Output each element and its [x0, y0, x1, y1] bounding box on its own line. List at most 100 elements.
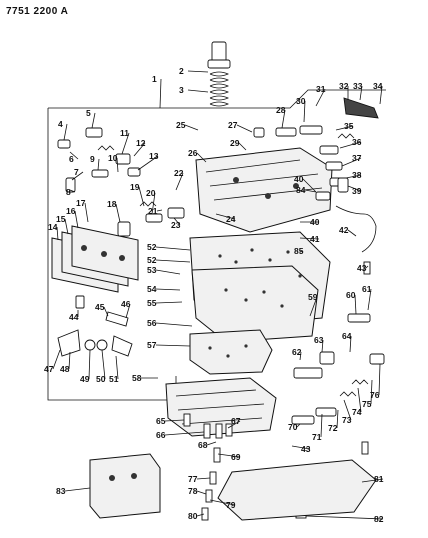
callout-leader — [151, 192, 156, 215]
callout-42: 42 — [339, 225, 357, 237]
callout-leader — [196, 477, 211, 480]
callout-9: 9 — [90, 154, 100, 171]
callout-leader — [378, 363, 381, 396]
callout-number: 9 — [90, 154, 95, 164]
callout-number: 13 — [149, 151, 159, 161]
callout-43: 43 — [357, 263, 369, 273]
callout-number: 71 — [312, 432, 322, 442]
callout-13: 13 — [137, 151, 159, 171]
callout-leader — [84, 202, 89, 223]
callout-number: 4 — [58, 119, 63, 129]
right-small-valves — [253, 97, 379, 253]
callout-leader — [321, 339, 324, 353]
callout-leader — [357, 387, 362, 413]
callout-leader — [175, 172, 184, 191]
callout-leader — [296, 423, 301, 428]
callout-leader — [206, 441, 217, 446]
callout-leader — [236, 124, 253, 133]
callout-72: 72 — [328, 409, 339, 433]
callout-38: 38 — [345, 170, 362, 180]
callout-number: 69 — [231, 452, 241, 462]
callout-number: 63 — [314, 335, 324, 345]
callout-40: 40 — [294, 174, 317, 193]
callout-leader — [164, 419, 185, 422]
callout-leader — [343, 399, 352, 421]
callout-number: 40 — [294, 174, 304, 184]
callout-64: 64 — [342, 331, 352, 353]
callout-leader — [305, 515, 384, 520]
callout-leader — [196, 513, 205, 517]
callout-44: 44 — [69, 310, 79, 322]
callout-number: 59 — [308, 292, 318, 302]
callout-46: 46 — [121, 299, 131, 319]
callout-number: 46 — [121, 299, 131, 309]
callout-leader — [137, 155, 159, 171]
callout-number: 32 — [339, 81, 349, 91]
callout-82: 82 — [305, 514, 384, 524]
callout-leader — [64, 218, 69, 235]
callout-10: 10 — [108, 153, 119, 173]
governor-plug-and-spring — [207, 41, 231, 107]
callout-75: 75 — [362, 379, 373, 409]
callout-number: 12 — [136, 138, 146, 148]
oil-pan-and-filter — [89, 453, 377, 521]
callout-48: 48 — [60, 351, 71, 374]
callout-81: 81 — [361, 474, 384, 484]
callout-leader — [347, 185, 362, 192]
callout-51: 51 — [109, 355, 119, 384]
callout-leader — [315, 88, 326, 107]
callout-leader — [97, 158, 100, 171]
callout-number: 35 — [344, 121, 354, 131]
callout-leader — [155, 246, 191, 251]
callout-leader — [121, 132, 130, 155]
callout-number: 25 — [176, 120, 186, 130]
callout-4: 4 — [58, 119, 68, 141]
callout-8: 8 — [66, 187, 76, 197]
callout-37: 37 — [341, 153, 362, 167]
callout-leader — [116, 157, 119, 173]
callout-leader — [63, 123, 68, 141]
callout-69: 69 — [217, 452, 241, 462]
callout-leader — [133, 142, 146, 157]
callout-leader — [361, 478, 384, 483]
callout-number: 54 — [147, 284, 157, 294]
callout-80: 80 — [188, 511, 205, 521]
callout-12: 12 — [133, 138, 146, 157]
callout-number: 64 — [342, 331, 352, 341]
callout-number: 31 — [316, 84, 326, 94]
callout-number: 20 — [146, 188, 156, 198]
callout-number: 55 — [147, 298, 157, 308]
callout-number: 21 — [148, 206, 158, 216]
callout-number: 34 — [373, 81, 383, 91]
callout-number: 77 — [188, 474, 198, 484]
callout-number: 73 — [342, 415, 352, 425]
callout-56: 56 — [147, 318, 193, 328]
callout-26: 26 — [188, 148, 207, 163]
callout-number: 42 — [339, 225, 349, 235]
callout-40: 40 — [300, 217, 320, 227]
callout-45: 45 — [95, 302, 109, 317]
callout-number: 6 — [69, 154, 74, 164]
callout-84: 84 — [296, 185, 317, 195]
callout-6: 6 — [69, 151, 79, 164]
callout-14: 14 — [48, 222, 59, 241]
callout-leader — [173, 217, 181, 226]
callout-leader — [155, 301, 183, 304]
callout-number: 39 — [352, 186, 362, 196]
callout-number: 75 — [362, 399, 372, 409]
callout-28: 28 — [276, 105, 286, 129]
callout-number: 3 — [179, 85, 184, 95]
callout-number: 19 — [130, 182, 140, 192]
callout-52: 52 — [147, 255, 191, 265]
callout-18: 18 — [107, 199, 121, 223]
callout-2: 2 — [179, 66, 209, 76]
callout-number: 28 — [276, 105, 286, 115]
callout-43: 43 — [291, 444, 311, 454]
callout-67: 67 — [227, 416, 241, 429]
callout-number: 41 — [310, 234, 320, 244]
callout-34: 34 — [373, 81, 383, 105]
callout-number: 40 — [310, 217, 320, 227]
callout-leader — [291, 445, 311, 450]
callout-number: 45 — [95, 302, 105, 312]
callout-27: 27 — [228, 120, 253, 133]
